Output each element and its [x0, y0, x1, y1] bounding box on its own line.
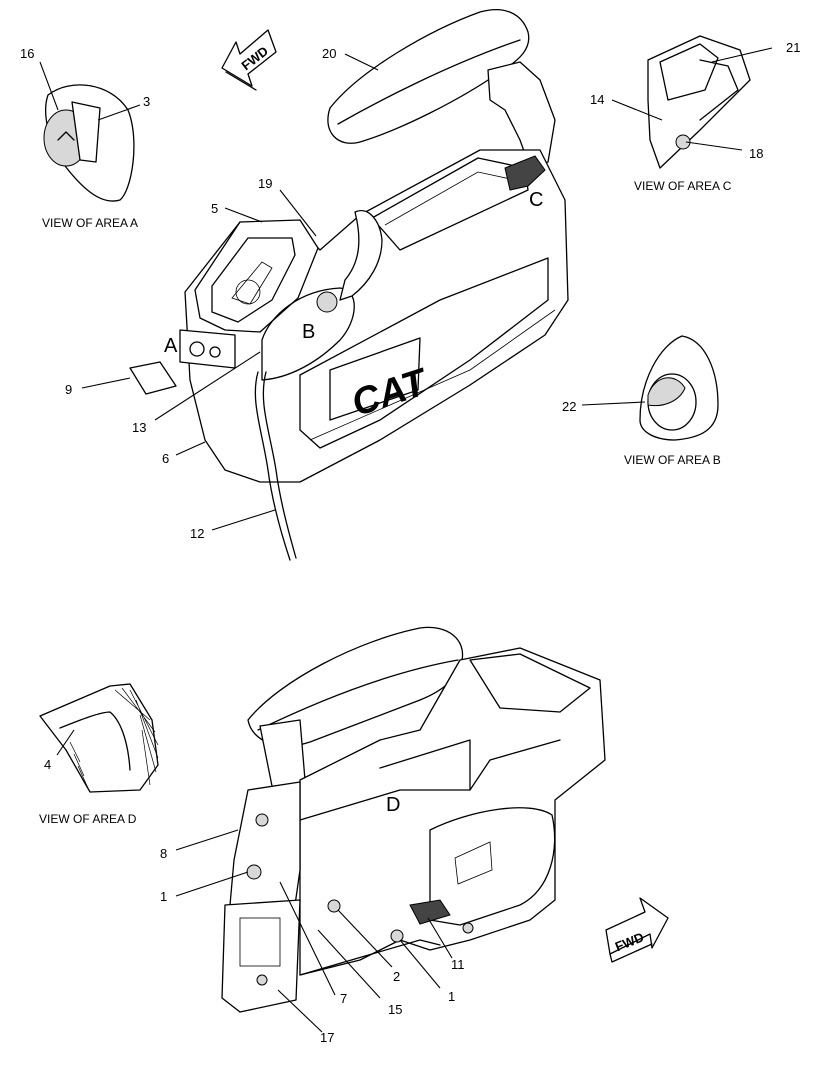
switch-panel [179, 329, 236, 369]
callout-7: 7 [340, 991, 347, 1006]
callout-13: 13 [132, 420, 146, 435]
callout-labels: 16 3 20 21 14 18 5 19 9 13 6 12 22 4 8 1… [20, 40, 800, 1045]
caption-view-area-b: VIEW OF AREA B [624, 453, 721, 467]
bolt-2 [327, 899, 341, 913]
callout-14: 14 [590, 92, 604, 107]
view-area-b-inset [639, 335, 719, 441]
leader-lines [39, 47, 773, 1033]
callout-18: 18 [749, 146, 763, 161]
callout-9: 9 [65, 382, 72, 397]
view-area-a-inset [43, 84, 135, 202]
callout-17: 17 [320, 1030, 334, 1045]
callout-2: 2 [393, 969, 400, 984]
area-letter-a: A [164, 335, 178, 357]
callout-3: 3 [143, 94, 150, 109]
view-area-d-inset [39, 683, 159, 793]
callout-21: 21 [786, 40, 800, 55]
fwd-arrow-lower: FWD [605, 897, 669, 963]
lower-console-assembly [221, 626, 606, 1013]
screw-18 [675, 134, 691, 150]
switch-cover [129, 361, 177, 395]
callout-16: 16 [20, 46, 34, 61]
callout-11: 11 [451, 957, 465, 972]
control-lever [339, 210, 383, 301]
callout-6: 6 [162, 451, 169, 466]
base-plate [221, 899, 301, 1013]
caption-view-area-c: VIEW OF AREA C [634, 179, 732, 193]
callout-15: 15 [388, 1002, 402, 1017]
area-letter-d: D [386, 794, 400, 816]
callout-4: 4 [44, 757, 51, 772]
callout-1-upright: 1 [160, 889, 167, 904]
view-area-c-inset [647, 35, 751, 169]
knob-22 [647, 377, 686, 407]
callout-20: 20 [322, 46, 336, 61]
clip-11 [409, 899, 451, 925]
armrest-cushion [327, 8, 530, 144]
upright-bracket [229, 781, 301, 906]
caption-view-area-a: VIEW OF AREA A [42, 216, 138, 230]
callout-22: 22 [562, 399, 576, 414]
bolt-1-lower [390, 929, 404, 943]
area-letter-b: B [302, 321, 315, 343]
caption-view-area-d: VIEW OF AREA D [39, 812, 137, 826]
pivot-knob [316, 291, 338, 313]
callout-1-base: 1 [448, 989, 455, 1004]
console-rear-body [299, 647, 606, 976]
wire-harness [254, 371, 291, 561]
armrest-hinge [259, 719, 306, 791]
area-letter-c: C [529, 189, 543, 211]
callout-19: 19 [258, 176, 272, 191]
view-captions: VIEW OF AREA A VIEW OF AREA C VIEW OF AR… [39, 179, 732, 826]
upper-console-assembly [129, 8, 569, 561]
hinge-bracket [504, 155, 546, 191]
fwd-arrow-upper: FWD [221, 29, 277, 91]
bolt-1-upper [246, 864, 262, 880]
callout-8: 8 [160, 846, 167, 861]
callout-12: 12 [190, 526, 204, 541]
area-letters: A B C D [164, 189, 543, 816]
callout-5: 5 [211, 201, 218, 216]
